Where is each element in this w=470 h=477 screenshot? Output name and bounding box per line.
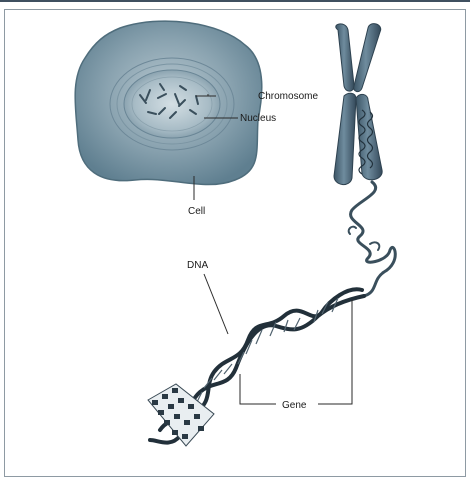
label-dna: DNA (187, 260, 208, 271)
label-chromosome: Chromosome (258, 91, 318, 102)
gene-leader-left (240, 374, 276, 404)
dna-helix (148, 289, 364, 446)
label-nucleus: Nucleus (240, 113, 276, 124)
label-gene: Gene (282, 400, 307, 411)
dna-base-pairs (148, 384, 214, 446)
gene-leader-right (318, 300, 352, 404)
label-cell: Cell (188, 206, 205, 217)
cell-shape (75, 21, 262, 184)
dna-leader (204, 274, 228, 334)
chromosome-shape (334, 24, 382, 185)
dna-coil (349, 182, 396, 296)
